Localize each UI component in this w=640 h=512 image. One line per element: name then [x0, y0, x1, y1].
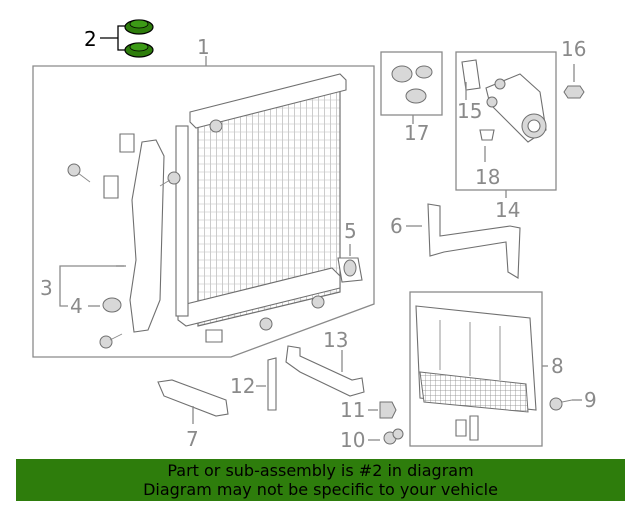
part-7-deflector[interactable]	[157, 379, 229, 424]
callout-2: 2	[84, 27, 97, 51]
callout-9: 9	[584, 388, 597, 412]
callout-4: 4	[70, 294, 83, 318]
callout-11: 11	[340, 398, 365, 422]
callout-10: 10	[340, 428, 365, 452]
parts-diagram: 2 1 3 4	[32, 19, 597, 452]
part-16-nut[interactable]	[563, 64, 585, 99]
banner-line-1: Part or sub-assembly is #2 in diagram	[167, 461, 474, 480]
callout-3-leaders	[59, 265, 126, 307]
part-5-sensor[interactable]	[337, 244, 363, 283]
callout-14: 14	[495, 198, 520, 222]
banner-line-2: Diagram may not be specific to your vehi…	[143, 480, 498, 499]
part-13-bracket[interactable]	[285, 345, 365, 397]
info-banner: Part or sub-assembly is #2 in diagram Di…	[16, 459, 625, 501]
part-4-grommet[interactable]	[88, 297, 122, 313]
bolt-parts[interactable]	[67, 163, 181, 349]
callout-16: 16	[561, 37, 586, 61]
part-14-box[interactable]	[455, 51, 557, 198]
callout-18: 18	[475, 165, 500, 189]
callout-15: 15	[457, 99, 482, 123]
callout-17: 17	[404, 121, 429, 145]
part-12-clip[interactable]	[256, 357, 277, 411]
callout-8: 8	[551, 354, 564, 378]
radiator-side-bracket[interactable]	[103, 133, 165, 333]
part-10-fastener[interactable]	[368, 428, 404, 445]
part-9-bolt[interactable]	[549, 397, 582, 411]
radiator-core[interactable]	[175, 73, 347, 343]
callout-7: 7	[186, 427, 199, 451]
part-17-box[interactable]	[380, 51, 443, 124]
radiator-assembly-box	[32, 56, 375, 358]
part-8-shutter-box[interactable]	[409, 291, 548, 447]
part-6-air-baffle[interactable]	[406, 203, 521, 279]
part-11-clip[interactable]	[368, 401, 397, 419]
callout-14-inner-leaders	[465, 82, 486, 162]
part-2-cap-assembly[interactable]	[100, 19, 154, 58]
callout-5: 5	[344, 219, 357, 243]
callout-1: 1	[197, 35, 210, 59]
callout-13: 13	[323, 328, 348, 352]
callout-3: 3	[40, 276, 53, 300]
callout-6: 6	[390, 214, 403, 238]
callout-12: 12	[230, 374, 255, 398]
